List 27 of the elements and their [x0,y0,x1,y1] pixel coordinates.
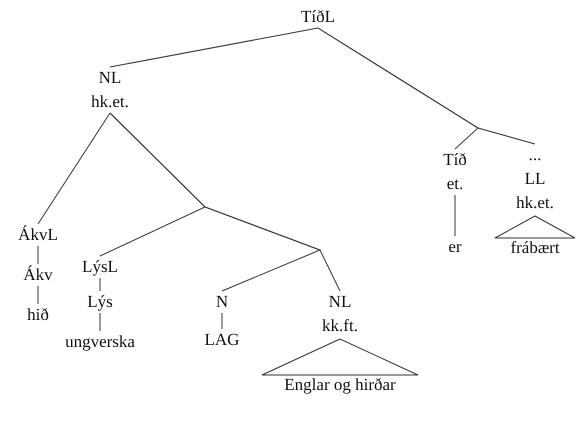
tree-label: ÁkvL [18,224,58,246]
tree-label: Ákv [23,264,53,286]
tree-label: Tíð [443,149,467,171]
tree-label: TíðL [301,6,335,28]
tree-label: Lýs [87,291,113,313]
tree-label: NL [328,291,352,313]
tree-branch [38,112,110,224]
tree-label: NL [98,67,122,89]
tree-label: Englar og hirðar [284,374,396,396]
tree-label: kk.ft. [322,315,358,337]
tree-label: hið [27,304,49,326]
tree-label: LL [524,168,546,190]
tree-label: ungverska [65,331,135,353]
tree-branch [110,28,318,68]
tree-label: N [216,291,228,313]
tree-label: LAG [204,329,240,351]
tree-label: ... [528,144,542,166]
tree-branch [318,28,536,144]
tree-label: er [448,236,462,258]
tree-label: LýsL [82,256,118,278]
triangle-roof [494,215,576,238]
triangle-roof [262,338,418,376]
tree-label: frábært [510,237,560,259]
tree-label: hk.et. [91,91,129,113]
tree-branch [454,194,456,236]
tree-label: hk.et. [516,192,554,214]
tree-label: et. [446,173,464,195]
